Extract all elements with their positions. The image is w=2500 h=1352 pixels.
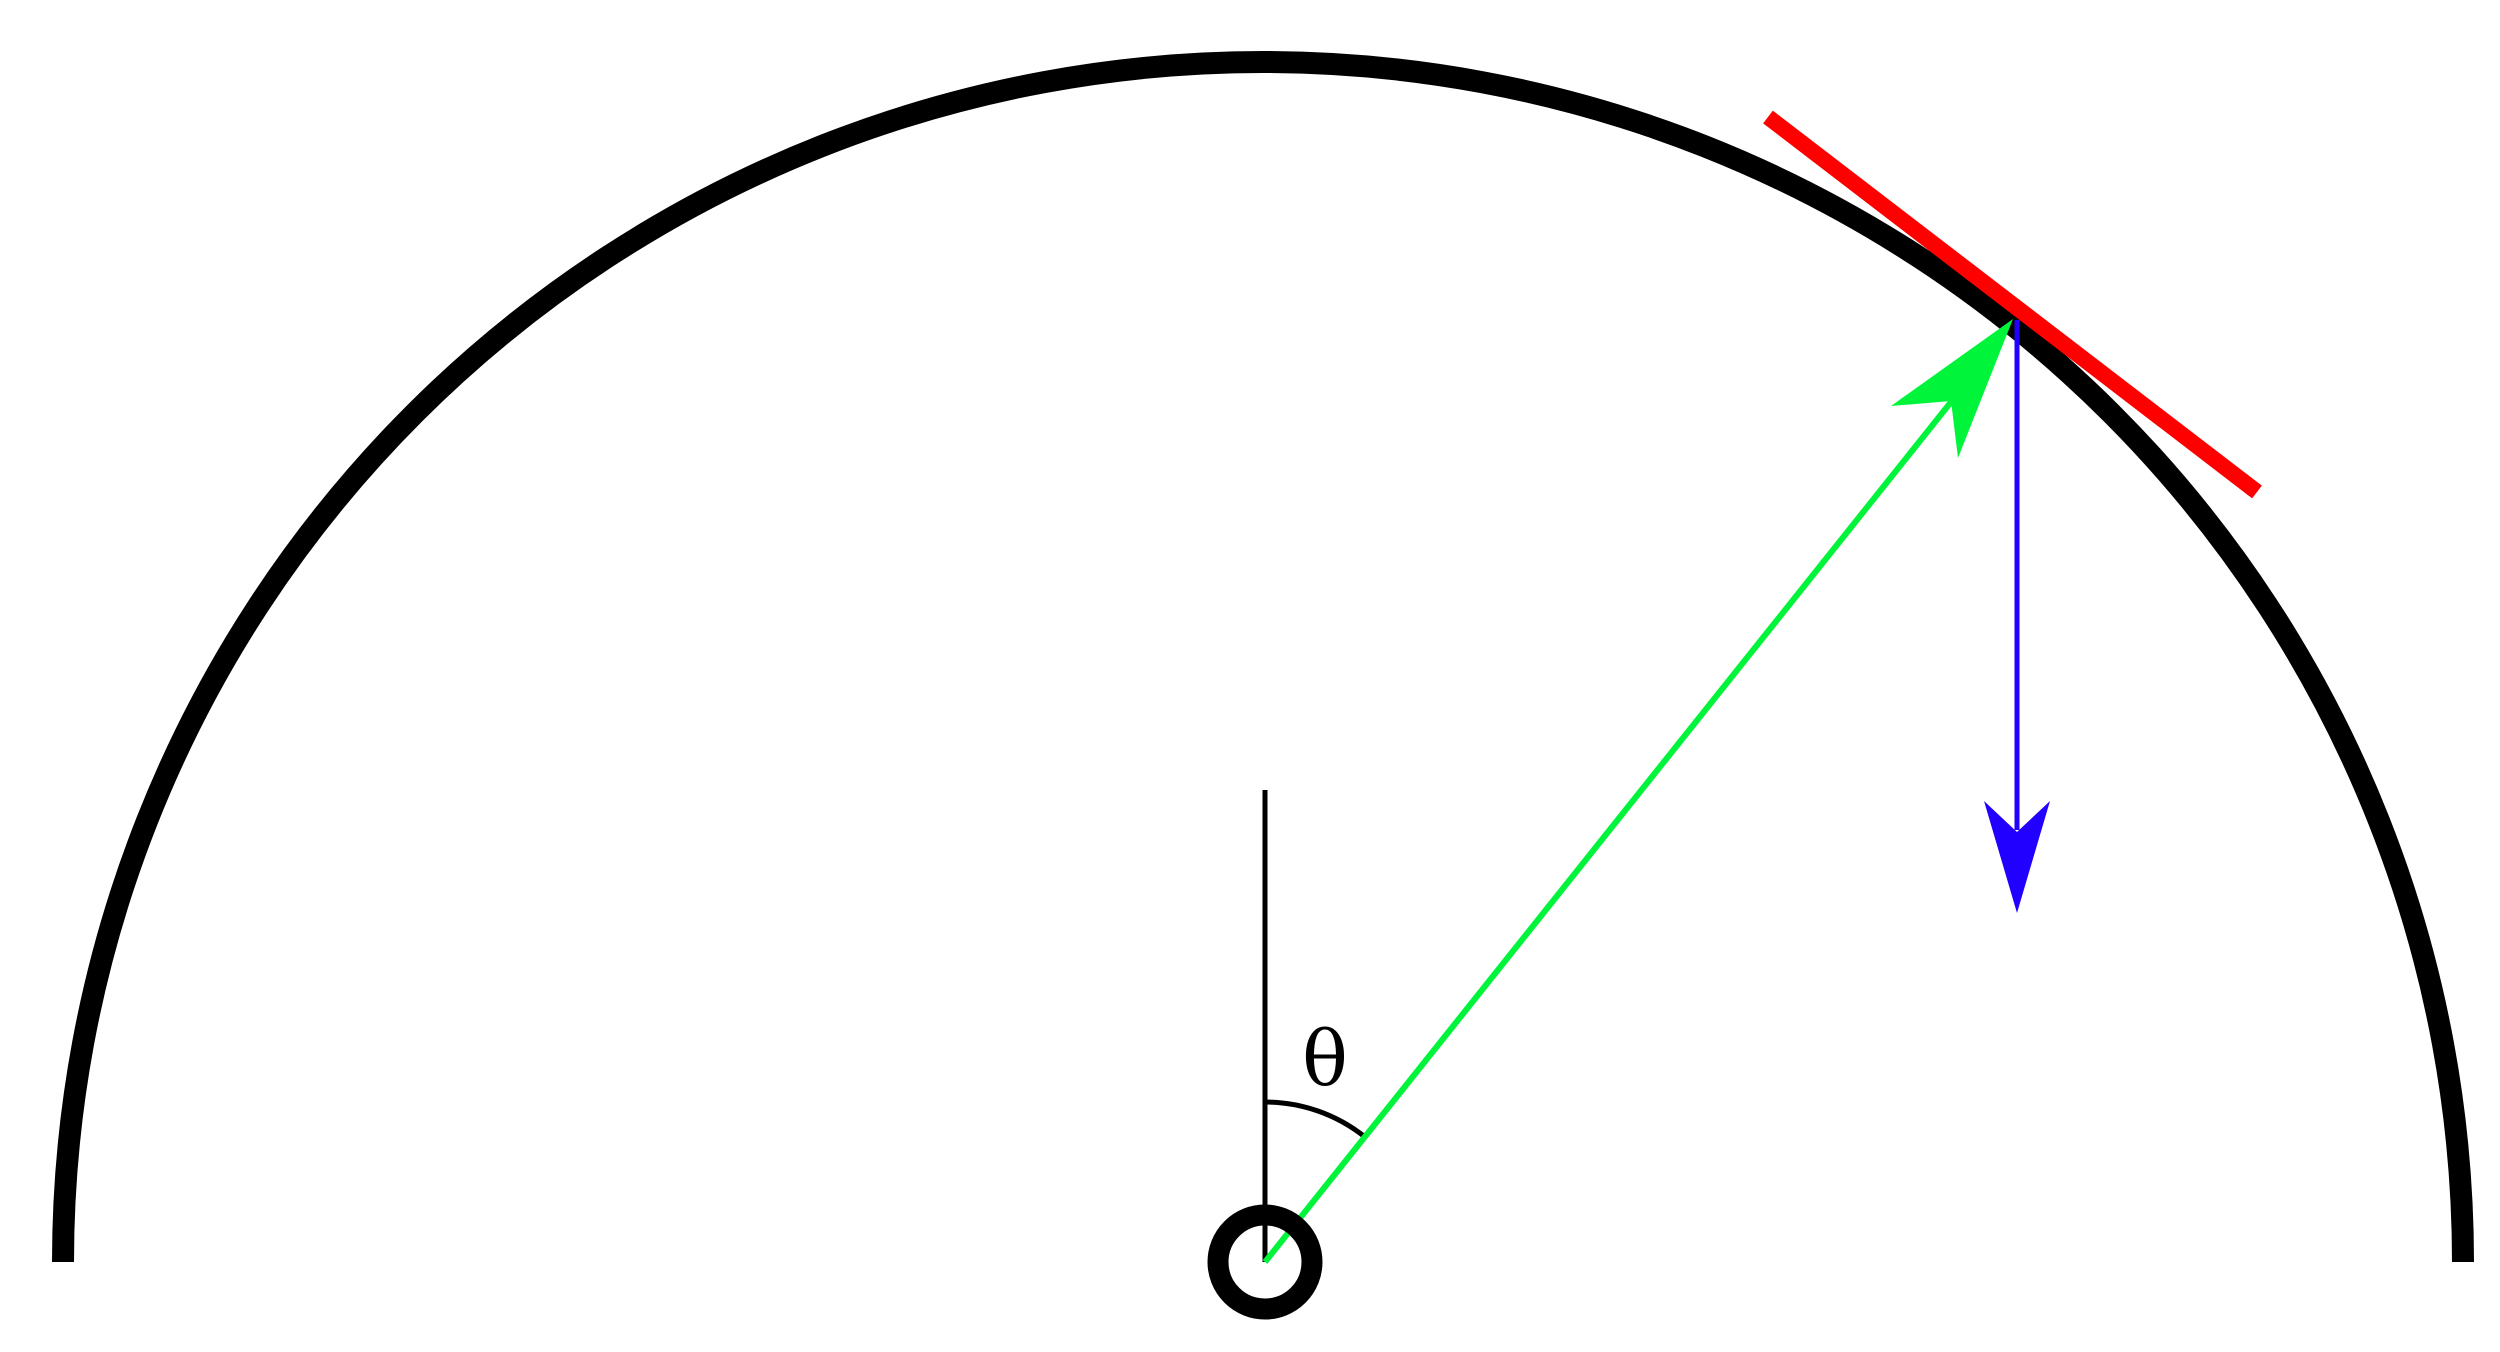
angle-arc [1264,1099,1367,1139]
radius-vector-arrowhead [1891,319,2013,458]
weight-vector-arrowhead [1984,801,2050,913]
radius-vector [1262,319,2013,1264]
weight-vector [1984,320,2050,913]
hemisphere-arc [52,51,2474,1263]
center-ring [1207,1204,1323,1320]
radius-vector-shaft [1262,395,1958,1264]
tangent-line [1763,110,2262,499]
angle-label: θ [1302,1014,1348,1103]
